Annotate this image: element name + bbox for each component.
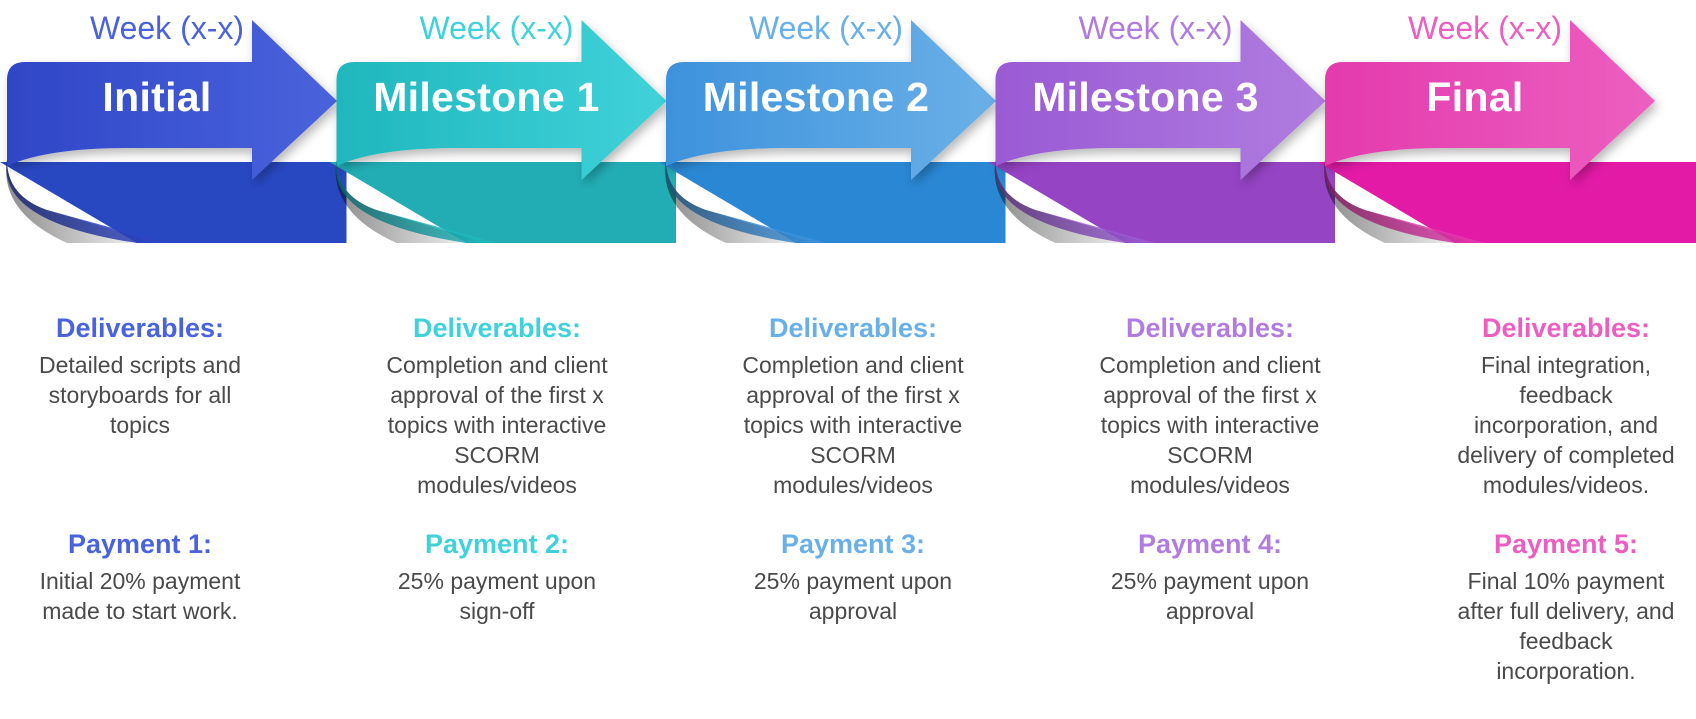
payment-heading: Payment 4: [1137,529,1283,559]
stage-details-column: Deliverables: Completion and client approv… [1080,312,1340,626]
ribbon-band-3 [659,162,1006,243]
ribbon-band-5 [1318,162,1665,243]
deliverables-line: approval of the first x [1103,382,1317,408]
stage-title: Milestone 3 [1032,74,1259,120]
deliverables-line: Completion and client [386,352,608,378]
stage-week-label: Week (x-x) [748,10,904,46]
deliverables-line: SCORM [1167,442,1253,468]
ribbon-curl-shade-1 [6,160,157,243]
deliverables-line: SCORM [454,442,540,468]
deliverables-line: approval of the first x [746,382,960,408]
milestone-arrow-5 [1325,20,1655,180]
deliverables-heading: Deliverables: [1125,313,1295,343]
deliverables-line: Completion and client [1099,352,1321,378]
stage-week-label: Week (x-x) [419,10,574,46]
deliverables-line: feedback [1519,382,1613,408]
payment-text: 25% payment upon approval [723,566,983,626]
payment-line: feedback [1519,628,1613,654]
ribbon-curl-shade-3 [665,160,816,243]
milestone-arrow-4 [995,20,1326,180]
deliverables-line: topics [109,412,171,438]
deliverables-line: topics with interactive [1100,412,1320,438]
stage-details-column: Deliverables: Detailed scripts and storybo… [10,312,270,626]
ribbon-band-4 [988,162,1335,243]
ribbon-band-2 [329,162,676,243]
payment-line: Initial 20% payment [39,568,241,594]
deliverables-text: Detailed scripts and storyboards for all t… [10,350,270,528]
deliverables-text: Completion and client approval of the fir… [367,350,627,528]
payment-line: after full delivery, and [1457,598,1675,624]
payment-line: 25% payment upon [397,568,597,594]
payment-line: 25% payment upon [753,568,953,594]
payment-line: Final 10% payment [1467,568,1665,594]
deliverables-line: Final integration, [1480,352,1652,378]
stage-week-label: Week (x-x) [1407,10,1563,46]
deliverables-line: modules/videos [1130,472,1290,498]
deliverables-line: modules/videos [773,472,933,498]
milestone-arrow-1 [7,20,337,180]
payment-text: Initial 20% payment made to start work. [10,566,270,626]
timeline-ribbon-graphic [0,20,1696,243]
deliverables-heading: Deliverables: [412,313,582,343]
deliverables-line: SCORM [810,442,896,468]
milestone-arrow-2 [336,20,667,180]
deliverables-line: modules/videos. [1482,472,1650,498]
deliverables-line: delivery of completed [1457,442,1675,468]
deliverables-text: Completion and client approval of the fir… [1080,350,1340,528]
payment-line: approval [808,598,898,624]
payment-line: sign-off [459,598,535,624]
stage-week-label: Week (x-x) [1078,10,1233,46]
payment-heading: Payment 1: [67,529,213,559]
milestone-arrow-3 [666,20,996,180]
stage-title: Milestone 2 [702,74,930,120]
payment-line: incorporation. [1496,658,1636,684]
payment-heading: Payment 3: [780,529,926,559]
payment-text: 25% payment upon approval [1080,566,1340,626]
payment-line: approval [1165,598,1255,624]
deliverables-line: Detailed scripts and [39,352,241,378]
stage-title: Initial [102,74,212,120]
payment-line: 25% payment upon [1110,568,1310,594]
deliverables-line: incorporation, and [1473,412,1659,438]
deliverables-line: modules/videos [417,472,577,498]
stage-details-column: Deliverables: Completion and client approv… [367,312,627,626]
payment-text: 25% payment upon sign-off [367,566,627,626]
deliverables-line: approval of the first x [390,382,604,408]
ribbon-band-end [1654,162,1696,243]
payment-text: Final 10% payment after full delivery, an… [1436,566,1696,686]
stage-details-column: Deliverables: Final integration, feedback i… [1436,312,1696,686]
payment-line: made to start work. [42,598,238,624]
ribbon-curl-shade-4 [994,160,1146,243]
payment-heading: Payment 5: [1493,529,1639,559]
stage-title: Final [1426,74,1524,120]
ribbon-curl-shade-2 [335,160,487,243]
deliverables-line: Completion and client [742,352,964,378]
stage-week-label: Week (x-x) [89,10,245,46]
deliverables-line: topics with interactive [743,412,963,438]
deliverables-heading: Deliverables: [1481,313,1651,343]
deliverables-line: topics with interactive [387,412,607,438]
deliverables-text: Completion and client approval of the fir… [723,350,983,528]
ribbon-curl-shade-5 [1324,160,1475,243]
deliverables-line: storyboards for all [48,382,232,408]
ribbon-band-1 [0,162,347,243]
stage-details-column: Deliverables: Completion and client approv… [723,312,983,626]
stage-title: Milestone 1 [373,74,600,120]
payment-heading: Payment 2: [424,529,570,559]
deliverables-text: Final integration, feedback incorporation,… [1436,350,1696,528]
deliverables-heading: Deliverables: [768,313,938,343]
deliverables-heading: Deliverables: [55,313,225,343]
